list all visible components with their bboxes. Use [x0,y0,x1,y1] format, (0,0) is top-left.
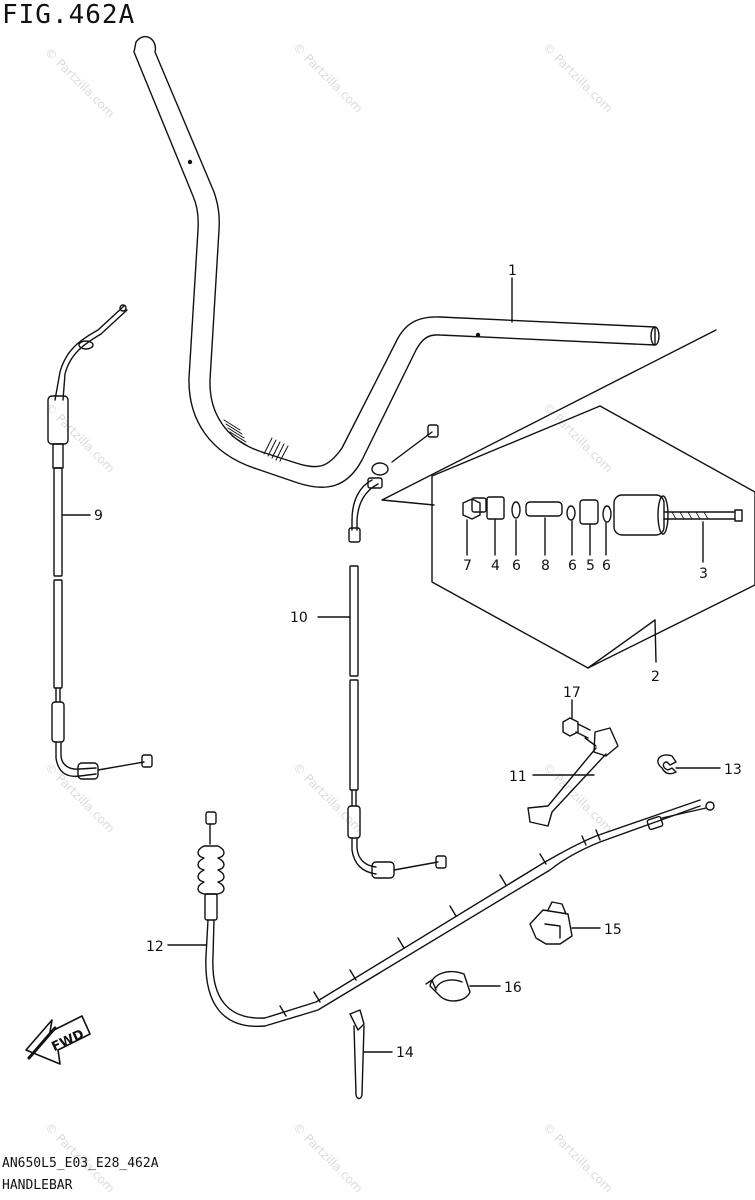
balancer-components [462,494,743,536]
callout-10: 10 [290,610,308,626]
figure-code: AN650L5_E03_E28_462A [2,1156,159,1171]
throttle-cable-center [347,424,447,879]
callout-12: 12 [146,939,164,955]
balancer-set-outline [431,405,755,669]
clip-part [657,754,677,775]
leader-line [381,329,717,506]
callout-11: 11 [509,769,527,785]
bolt-part [562,717,591,739]
callout-8: 8 [541,558,550,574]
brake-cable [197,799,715,1028]
callout-6: 6 [602,558,611,574]
leader-line [587,619,656,669]
bracket-part [527,727,619,827]
callout-17: 17 [563,685,581,701]
callout-2: 2 [651,669,660,685]
callout-16: 16 [504,980,522,996]
figure-title: FIG.462A [2,0,136,30]
callout-15: 15 [604,922,622,938]
throttle-cable-left [47,304,153,780]
handlebar-part [133,36,660,488]
figure-name: HANDLEBAR [2,1178,73,1193]
callout-7: 7 [463,558,472,574]
callout-6: 6 [568,558,577,574]
callout-9: 9 [94,508,103,524]
leader-line [654,619,657,663]
callout-13: 13 [724,762,742,778]
callout-3: 3 [699,566,708,582]
callout-14: 14 [396,1045,414,1061]
callout-1: 1 [508,263,517,279]
callout-6: 6 [512,558,521,574]
clamp-part [529,901,573,945]
clamp-part [425,970,471,1002]
callout-4: 4 [491,558,500,574]
tie-part [349,1009,365,1100]
callout-5: 5 [586,558,595,574]
fwd-arrow-icon: FWD [25,1015,91,1065]
